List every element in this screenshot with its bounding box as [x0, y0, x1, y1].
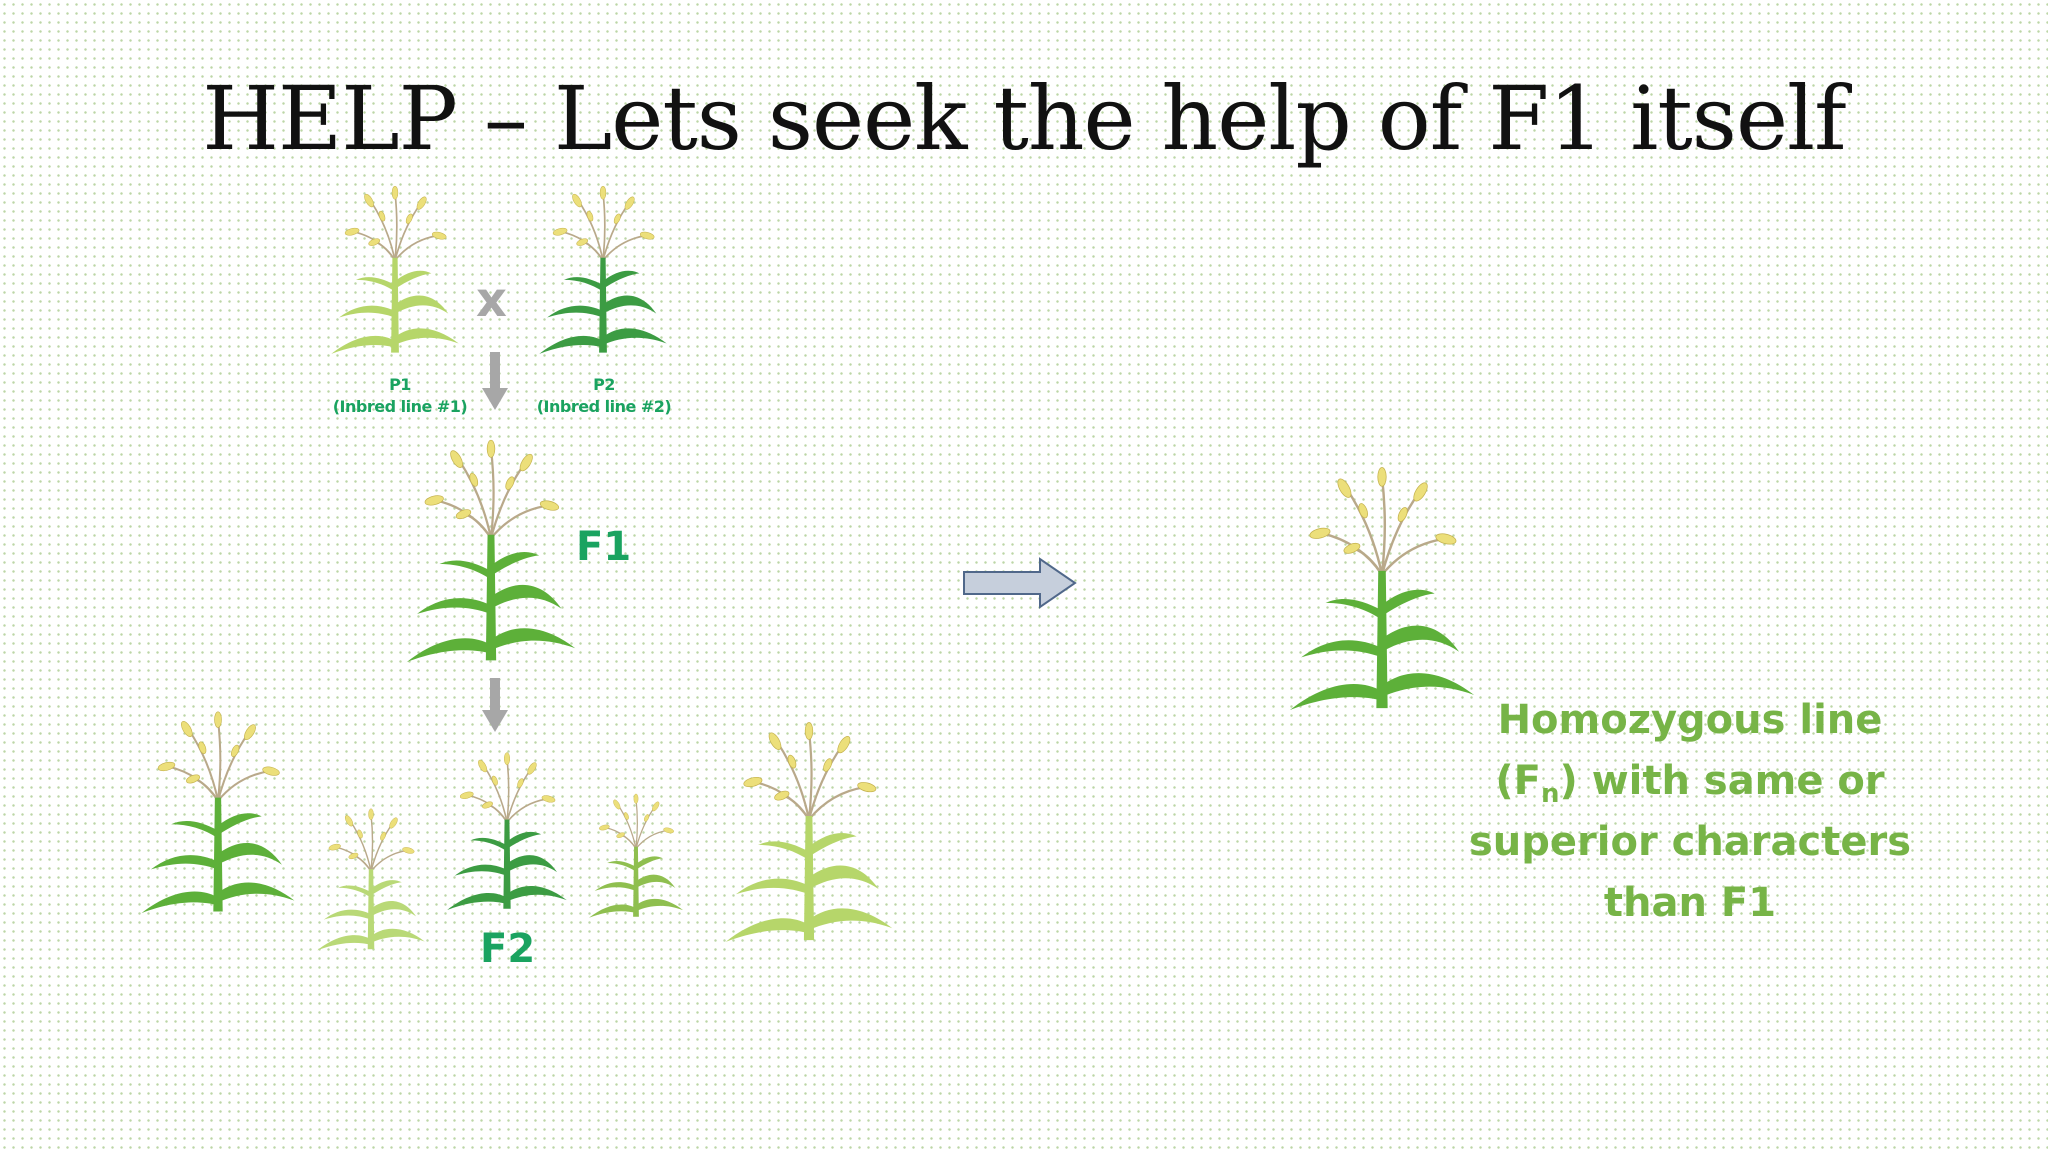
result-line-2: (Fn) with same or	[1495, 758, 1885, 809]
f2-plant	[724, 721, 894, 943]
parent2-label: P2 (Inbred line #2)	[524, 374, 684, 418]
parent2-plant	[538, 185, 668, 355]
result-line-1: Homozygous line	[1497, 697, 1883, 743]
down-arrow-icon	[482, 352, 508, 410]
parent1-desc: (Inbred line #1)	[332, 397, 468, 416]
f2-plant	[316, 807, 426, 952]
f1-plant	[405, 439, 577, 664]
right-arrow-icon	[963, 557, 1077, 609]
result-line-3: superior characters	[1468, 819, 1911, 865]
parent1-label: P1 (Inbred line #1)	[320, 374, 480, 418]
parent1-name: P1	[389, 375, 411, 394]
parent1-plant	[330, 185, 460, 355]
f2-plant	[588, 793, 684, 919]
f2-plant	[140, 710, 296, 915]
f2-plant	[446, 751, 568, 911]
f1-label: F1	[576, 524, 632, 570]
result-description: Homozygous line (Fn) with same or superi…	[1410, 690, 1970, 934]
result-line-4: than F1	[1603, 880, 1777, 926]
cross-symbol: x	[476, 272, 507, 328]
parent2-desc: (Inbred line #2)	[536, 397, 672, 416]
result-plant	[1288, 466, 1476, 712]
parent2-name: P2	[593, 375, 615, 394]
down-arrow-icon	[482, 678, 508, 732]
f2-label: F2	[480, 926, 536, 972]
slide-title: HELP – Lets seek the help of F1 itself	[202, 67, 1847, 170]
